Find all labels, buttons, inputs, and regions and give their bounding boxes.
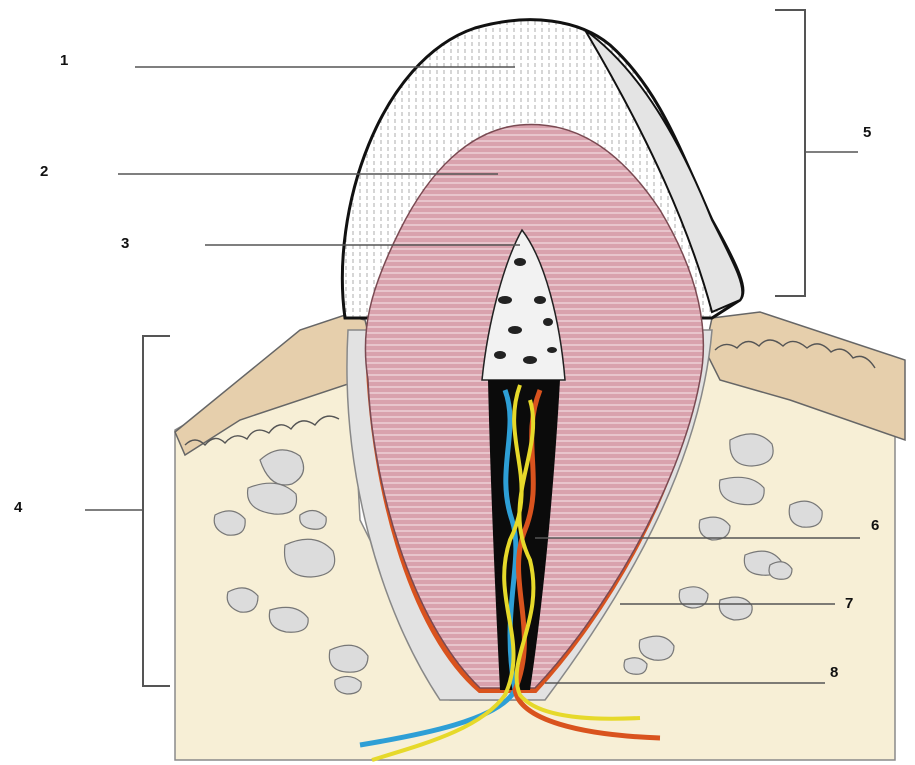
label-3: 3	[121, 236, 129, 251]
label-4: 4	[14, 500, 22, 515]
label-8: 8	[830, 665, 838, 680]
crown-bracket	[775, 10, 805, 296]
label-5: 5	[863, 125, 871, 140]
root-bracket	[143, 336, 170, 686]
label-1: 1	[60, 53, 68, 68]
label-2: 2	[40, 164, 48, 179]
label-7: 7	[845, 596, 853, 611]
label-6: 6	[871, 518, 879, 533]
